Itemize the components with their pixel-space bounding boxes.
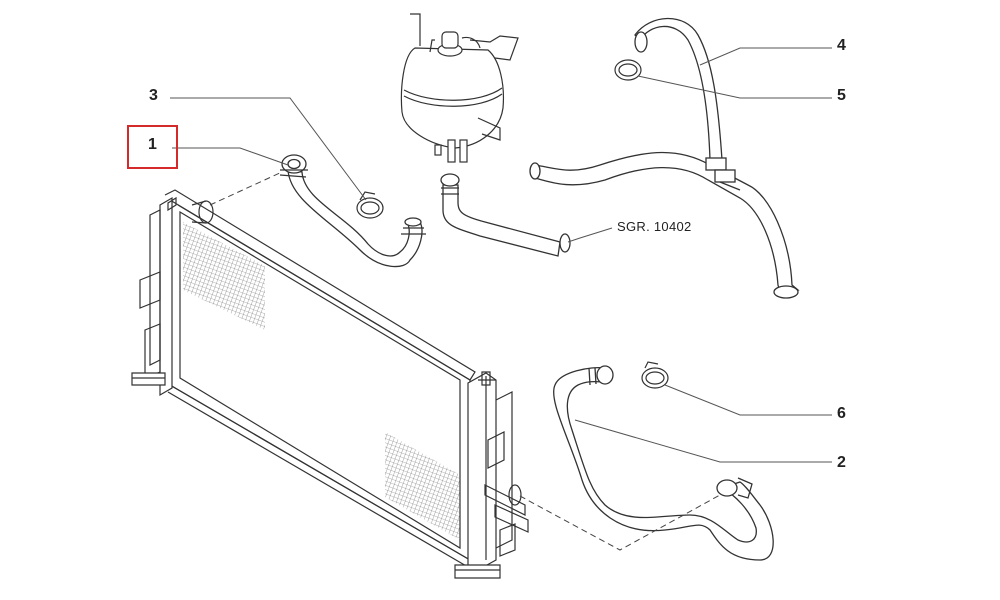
leader-line-1 [172,147,289,166]
expansion-tank-hose [440,173,571,257]
heater-hose [529,17,800,299]
callout-2[interactable]: 2 [837,454,846,471]
callout-6[interactable]: 6 [837,405,846,422]
leader-line-3 [170,97,367,201]
radiator-mesh-lower [385,432,460,540]
callout-3[interactable]: 3 [149,87,158,104]
callout-4[interactable]: 4 [837,37,846,54]
connection-lines [209,171,721,551]
lower-radiator-hose [553,365,774,561]
hose-clamp-5 [614,59,642,81]
leader-line-5 [637,75,832,99]
leader-line-2 [574,419,832,463]
expansion-tank [400,13,519,163]
radiator-mesh-upper [183,222,265,330]
hose-clamp-3 [356,191,384,219]
callout-1-highlight-box[interactable] [127,125,178,169]
leader-lines [170,47,832,463]
upper-radiator-hose [279,154,426,268]
leader-line-ref [567,227,613,243]
hose-clamp-6 [641,361,669,389]
callout-5[interactable]: 5 [837,87,846,104]
leader-line-4 [699,47,832,66]
reference-label: SGR. 10402 [617,219,692,234]
leader-line-6 [664,384,832,416]
callout-1[interactable]: 1 [148,136,157,153]
